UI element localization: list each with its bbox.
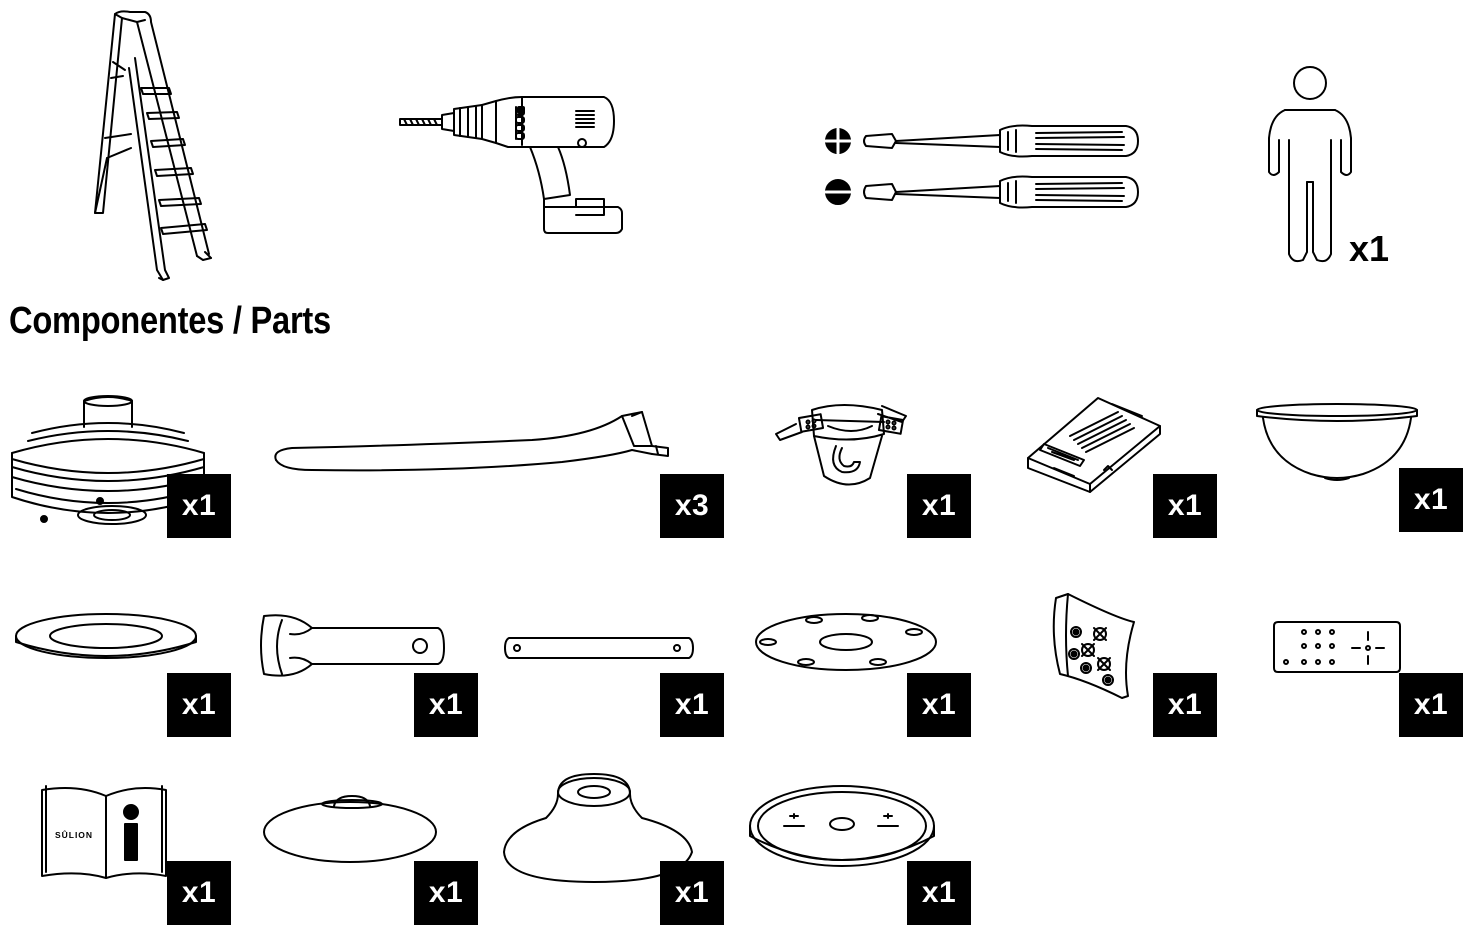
ladder-icon — [94, 10, 212, 281]
screwdrivers-icon — [824, 124, 1139, 209]
mounting-plate-icon — [749, 785, 935, 867]
downrod-icon — [260, 614, 445, 677]
receiver-qty-badge: x1 — [1153, 474, 1217, 538]
template-plate-icon — [1273, 621, 1401, 673]
blade-icon — [274, 411, 669, 472]
manual-qty-badge: x1 — [167, 861, 231, 925]
bracket-icon — [775, 404, 907, 486]
gasket-icon — [755, 613, 937, 671]
receiver-icon — [1027, 397, 1161, 493]
disc-qty-badge: x1 — [414, 861, 478, 925]
bracket-qty-badge: x1 — [907, 474, 971, 538]
downrod-qty-badge: x1 — [414, 673, 478, 737]
blade-qty-badge: x3 — [660, 474, 724, 538]
drill-icon — [399, 96, 623, 234]
bowl-icon — [1256, 403, 1418, 481]
mounting-plate-qty-badge: x1 — [907, 861, 971, 925]
person-icon — [1268, 66, 1352, 263]
ring-qty-badge: x1 — [167, 673, 231, 737]
screw-pack-qty-badge: x1 — [1153, 673, 1217, 737]
rod-icon — [504, 637, 694, 659]
manual-icon: SÛLION — [41, 785, 167, 879]
person-quantity: x1 — [1349, 228, 1390, 269]
canopy-icon — [503, 773, 693, 883]
template-plate-qty-badge: x1 — [1399, 673, 1463, 737]
gasket-qty-badge: x1 — [907, 673, 971, 737]
canopy-qty-badge: x1 — [660, 861, 724, 925]
screw-pack-icon — [1052, 593, 1135, 699]
rod-qty-badge: x1 — [660, 673, 724, 737]
motor-qty-badge: x1 — [167, 474, 231, 538]
bowl-qty-badge: x1 — [1399, 468, 1463, 532]
disc-icon — [263, 795, 437, 863]
section-heading: Componentes / Parts — [9, 300, 331, 342]
manual-brand: SÛLION — [55, 829, 93, 840]
ring-icon — [15, 613, 197, 659]
